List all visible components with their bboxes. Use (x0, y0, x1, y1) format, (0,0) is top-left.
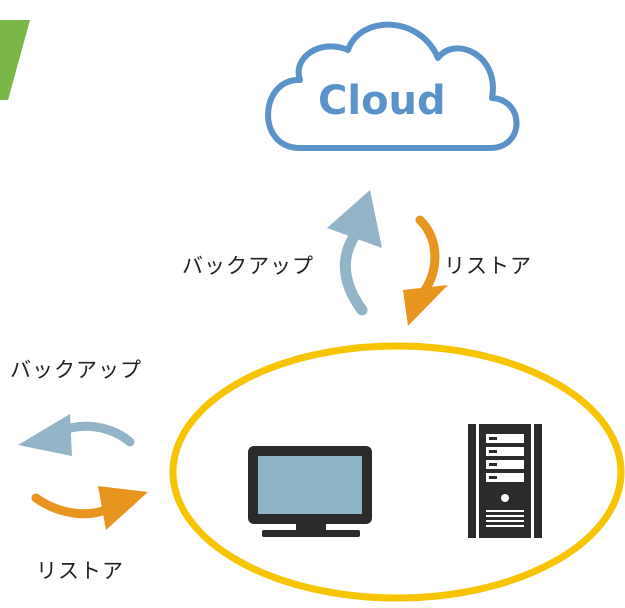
restore-label-left: リストア (36, 559, 124, 583)
backup-label-left: バックアップ (10, 358, 142, 382)
local-group-ellipse (169, 342, 625, 602)
cloud-icon (265, 21, 520, 151)
restore-arrow-top-curve (415, 215, 440, 295)
restore-label-top: リストア (444, 254, 532, 278)
corner-accent-shape (0, 20, 30, 100)
backup-arrow-top-head (327, 190, 382, 248)
server-tower-icon (468, 424, 542, 538)
restore-arrow-left-head (98, 486, 148, 530)
backup-label-top: バックアップ (182, 254, 314, 278)
desktop-monitor-icon (248, 446, 372, 537)
backup-arrow-left-head (18, 414, 72, 456)
restore-arrow-top-head (403, 285, 448, 326)
backup-arrow-top-curve (339, 229, 368, 316)
restore-arrow-left-curve (31, 493, 115, 519)
cloud-label: Cloud (318, 78, 446, 124)
